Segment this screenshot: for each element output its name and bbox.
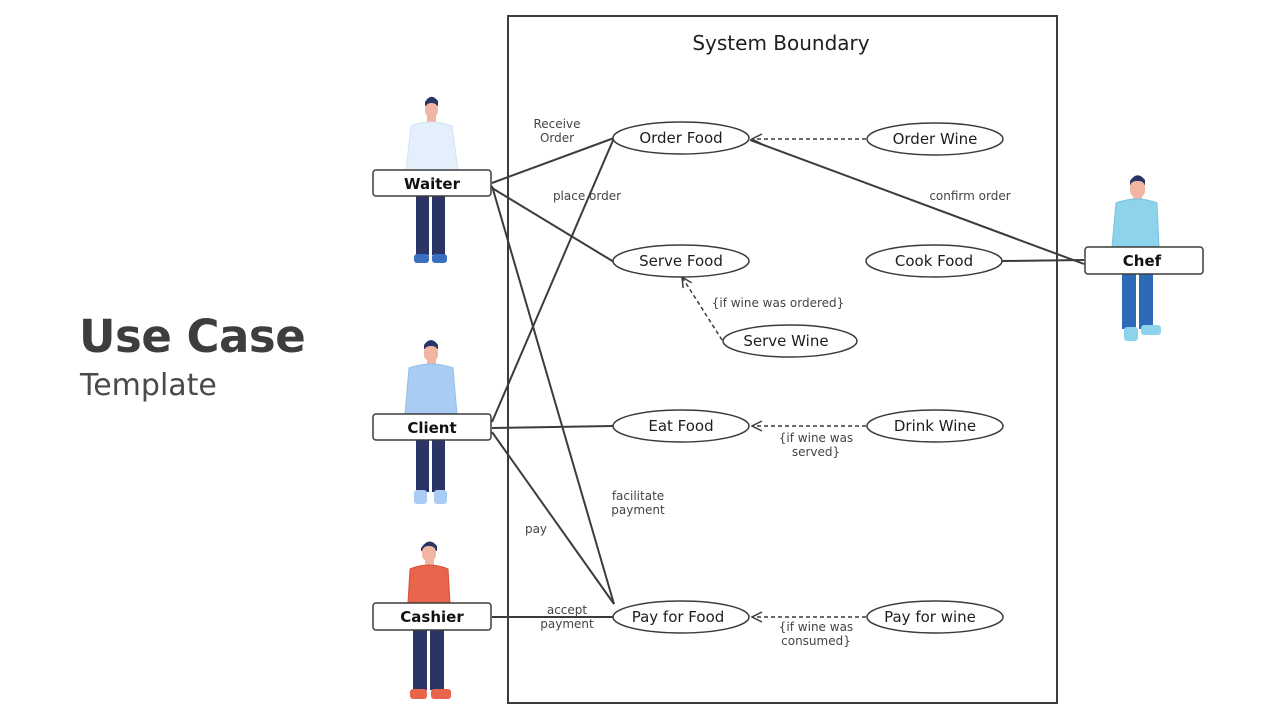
client-figure-icon — [404, 340, 458, 504]
assoc-waiter-order-food — [491, 137, 615, 184]
edge-label-if-wine-consumed-line2: consumed} — [781, 634, 851, 648]
waiter-figure-icon — [405, 96, 459, 263]
assoc-chef-order-food — [749, 139, 1085, 265]
chef-figure-icon — [1111, 175, 1161, 341]
assoc-client-order-food — [491, 137, 615, 423]
edge-label-confirm-order: confirm order — [929, 189, 1010, 203]
use-case-pay-for-wine[interactable] — [866, 600, 1004, 634]
actor-waiter-box[interactable] — [372, 169, 492, 197]
slide-title: Use Case — [79, 310, 306, 363]
actor-cashier-box[interactable] — [372, 602, 492, 631]
use-case-pay-for-wine-label: Pay for wine — [884, 608, 976, 626]
use-case-cook-food[interactable] — [865, 244, 1003, 278]
extend-serve-wine — [682, 277, 723, 341]
actor-waiter-label: Waiter — [404, 175, 461, 193]
use-case-serve-wine-label: Serve Wine — [743, 332, 828, 350]
use-case-pay-for-food[interactable] — [612, 600, 750, 634]
edge-label-place-order: place order — [553, 189, 621, 203]
system-boundary-label: System Boundary — [692, 31, 869, 55]
edge-label-receive-order-line2: Order — [540, 131, 574, 145]
system-boundary — [507, 15, 1058, 704]
actor-client-label: Client — [407, 419, 456, 437]
edge-label-receive-order-line1: Receive — [534, 117, 581, 131]
edge-label-accept-payment-line1: accept — [547, 603, 588, 617]
use-case-order-wine[interactable] — [866, 122, 1004, 156]
slide-subtitle: Template — [80, 368, 217, 403]
use-case-order-food-label: Order Food — [639, 129, 722, 147]
use-case-serve-wine[interactable] — [722, 324, 858, 358]
assoc-waiter-pay-for-food — [491, 185, 615, 605]
edge-label-if-wine-served-line2: served} — [792, 445, 840, 459]
actor-cashier-label: Cashier — [400, 608, 464, 626]
use-case-serve-food[interactable] — [612, 244, 750, 278]
use-case-order-food[interactable] — [612, 121, 750, 155]
edge-label-if-wine-served-line1: {if wine was — [779, 431, 853, 445]
use-case-serve-food-label: Serve Food — [639, 252, 723, 270]
actor-client[interactable]: Client — [372, 340, 492, 504]
edge-label-accept-payment-line2: payment — [540, 617, 594, 631]
use-case-drink-wine-label: Drink Wine — [894, 417, 976, 435]
assoc-client-pay-for-food — [491, 431, 615, 605]
edge-label-facilitate-payment-line2: payment — [611, 503, 665, 517]
cashier-figure-icon — [407, 541, 451, 699]
actor-chef[interactable]: Chef — [1084, 175, 1204, 341]
use-case-eat-food-label: Eat Food — [648, 417, 713, 435]
edge-label-if-wine-consumed-line1: {if wine was — [779, 620, 853, 634]
use-case-cook-food-label: Cook Food — [895, 252, 973, 270]
use-case-drink-wine[interactable] — [866, 409, 1004, 443]
use-case-eat-food[interactable] — [612, 409, 750, 443]
edge-label-facilitate-payment-line1: facilitate — [612, 489, 664, 503]
actor-chef-label: Chef — [1123, 252, 1162, 270]
edge-label-if-wine-ordered: {if wine was ordered} — [712, 296, 845, 310]
actor-client-box[interactable] — [372, 413, 492, 441]
assoc-waiter-serve-food — [491, 187, 615, 263]
use-case-order-wine-label: Order Wine — [893, 130, 978, 148]
assoc-client-eat-food — [491, 425, 614, 429]
use-case-pay-for-food-label: Pay for Food — [632, 608, 725, 626]
actor-waiter[interactable]: Waiter — [372, 96, 492, 263]
actor-chef-box[interactable] — [1084, 246, 1204, 275]
edge-label-pay: pay — [525, 522, 547, 536]
actor-cashier[interactable]: Cashier — [372, 541, 492, 699]
assoc-chef-cook-food — [1001, 259, 1085, 262]
